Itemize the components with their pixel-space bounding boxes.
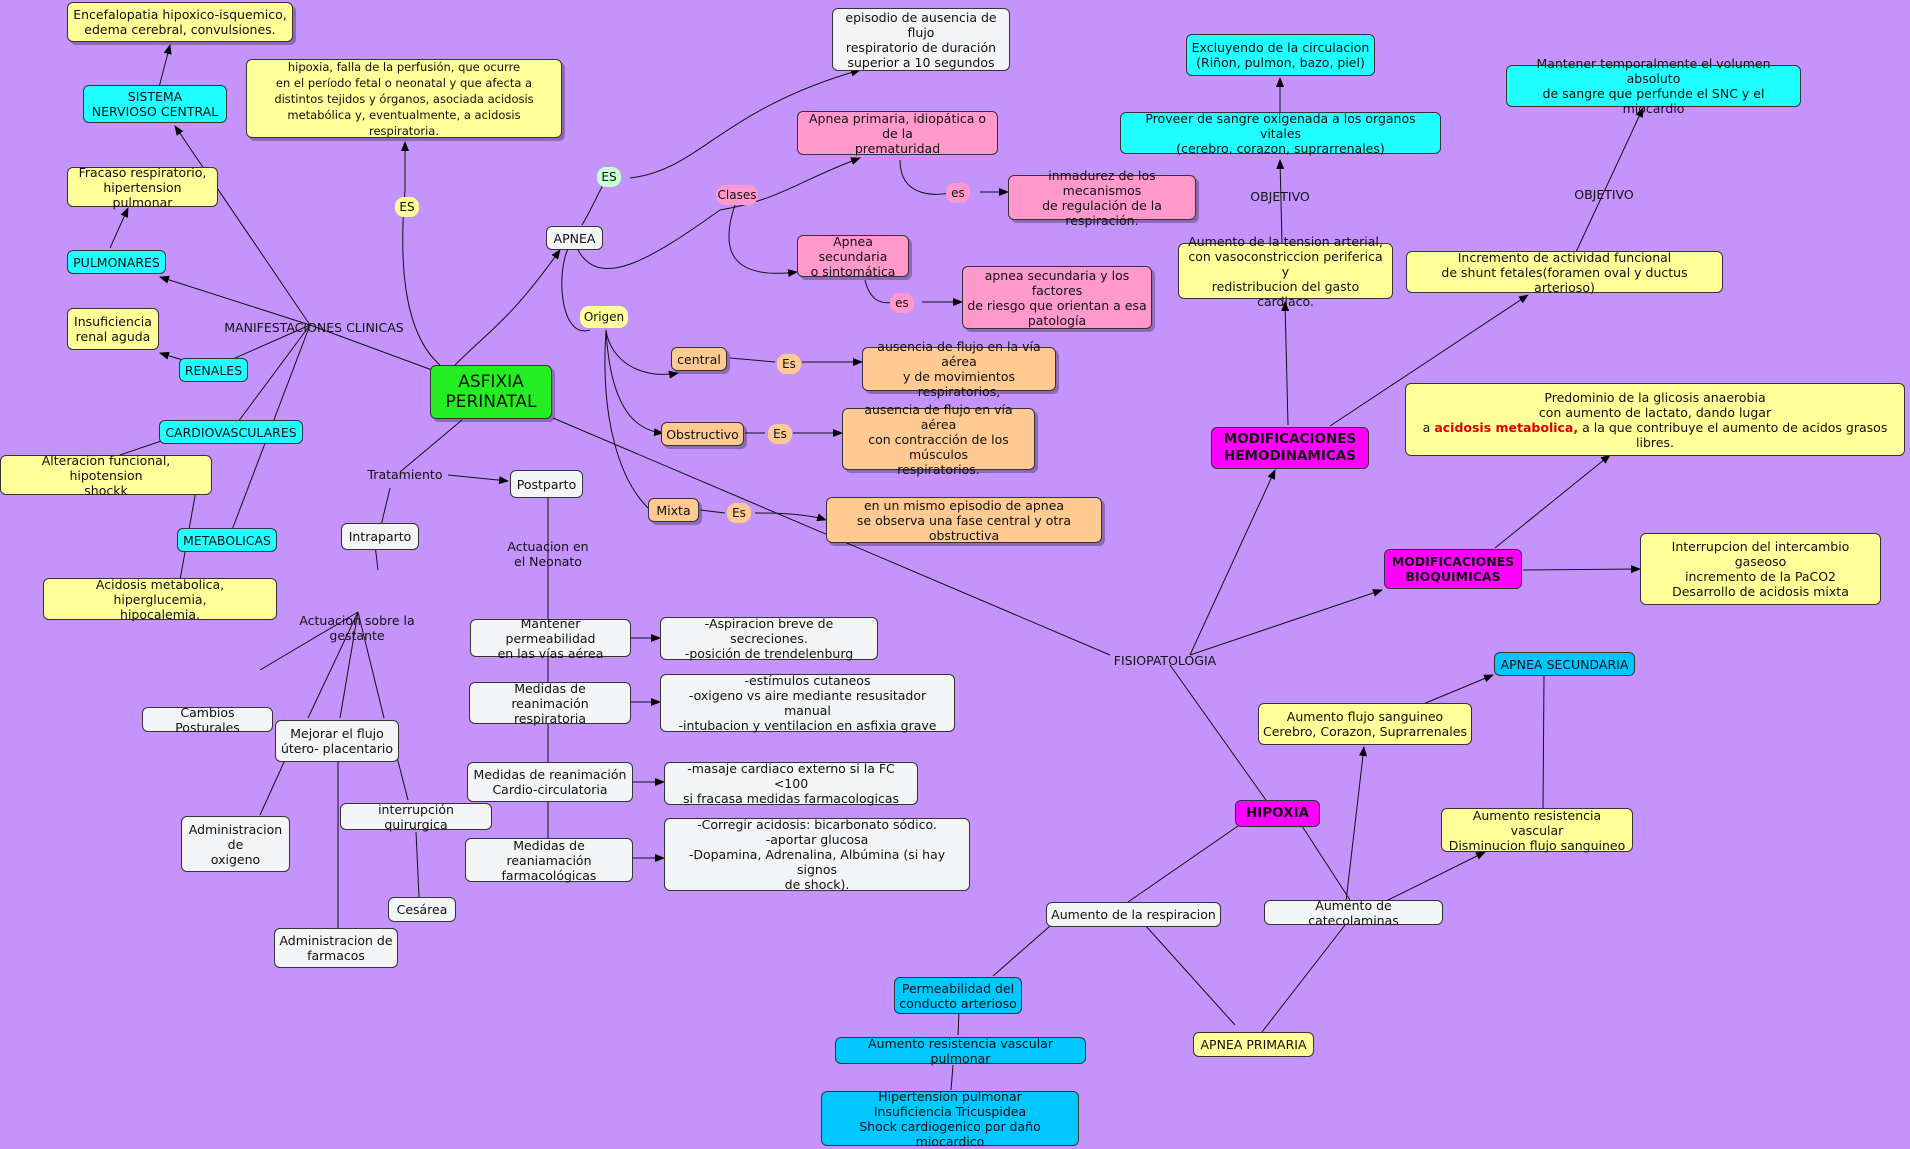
node-factores-riesgo[interactable]: apnea secundaria y los factores de riesg… [962, 266, 1152, 329]
node-episodio-ausencia-flujo[interactable]: episodio de ausencia de flujo respirator… [832, 8, 1010, 71]
label-es-central: Es [777, 354, 801, 374]
label-actuacion-gestante: Actuacion sobre la gestante [299, 613, 415, 643]
node-aumento-resistencia[interactable]: Aumento resistencia vascular Disminucion… [1441, 808, 1633, 853]
node-acidosis-metabolica[interactable]: Acidosis metabolica, hiperglucemia, hipo… [43, 577, 277, 622]
node-hipoxia[interactable]: HIPOXIA [1235, 800, 1320, 827]
node-apnea-primaria[interactable]: APNEA PRIMARIA [1193, 1032, 1314, 1057]
label-es-definicion: ES [395, 197, 419, 217]
text-predominio: Predominio de la glicosis anaerobia con … [1422, 389, 1772, 435]
node-definicion[interactable]: hipoxia, falla de la perfusión, que ocur… [246, 59, 562, 138]
node-renales[interactable]: RENALES [179, 358, 248, 382]
node-estimulos-cutaneos[interactable]: -estímulos cutaneos -oxigeno vs aire med… [660, 673, 955, 733]
node-aspiracion[interactable]: -Aspiracion breve de secreciones. -posic… [660, 616, 878, 661]
label-es-mixta: Es [727, 503, 751, 523]
node-apnea[interactable]: APNEA [546, 226, 603, 250]
label-fisiopatologia: FISIOPATOLOGIA [1113, 652, 1217, 668]
node-apnea-secundaria-def[interactable]: Apnea secundaria o sintomática [797, 234, 909, 279]
node-aumento-flujo[interactable]: Aumento flujo sanguineo Cerebro, Corazon… [1258, 703, 1472, 745]
node-administracion-farmacos[interactable]: Administracion de farmacos [274, 928, 398, 968]
node-obstructivo-def[interactable]: ausencia de flujo en vía aérea con contr… [842, 402, 1035, 477]
label-es-apnea: ES [597, 167, 621, 187]
node-aumento-respiracion[interactable]: Aumento de la respiracion [1046, 902, 1221, 927]
node-pulmonares[interactable]: PULMONARES [67, 250, 166, 274]
node-aumento-resistencia-pulmonar[interactable]: Aumento resistencia vascular pulmonar [835, 1036, 1086, 1066]
label-es-obstructivo: Es [768, 424, 792, 444]
node-modificaciones-bioquimicas[interactable]: MODIFICACIONES BIOQUIMICAS [1384, 549, 1522, 589]
node-mixta[interactable]: Mixta [648, 498, 699, 522]
node-interrupcion-intercambio[interactable]: Interrupcion del intercambio gaseoso inc… [1640, 533, 1881, 605]
node-aumento-catecolaminas[interactable]: Aumento de catecolaminas [1264, 898, 1443, 928]
node-fracaso-respiratorio[interactable]: Fracaso respiratorio, hipertension pulmo… [67, 165, 218, 210]
node-snc[interactable]: SISTEMA NERVIOSO CENTRAL [83, 85, 227, 123]
node-asfixia-perinatal[interactable]: ASFIXIA PERINATAL [430, 365, 552, 419]
node-reanimacion-cardio[interactable]: Medidas de reanimación Cardio-circulator… [467, 762, 633, 802]
node-proveer-sangre[interactable]: Proveer de sangre oxigenada a los organo… [1120, 111, 1441, 156]
node-masaje-cardiaco[interactable]: -masaje cardiaco externo si la FC <100 s… [664, 761, 918, 806]
node-permeabilidad-conducto[interactable]: Permeabilidad del conducto arterioso [894, 977, 1022, 1014]
node-aumento-tension[interactable]: Aumento de la tension arterial, con vaso… [1178, 234, 1393, 309]
node-cardiovasculares[interactable]: CARDIOVASCULARES [159, 420, 303, 444]
node-postparto[interactable]: Postparto [510, 470, 583, 498]
node-incremento-actividad[interactable]: Incremento de actividad funcional de shu… [1406, 250, 1723, 295]
node-apnea-primaria-def[interactable]: Apnea primaria, idiopática o de la prema… [797, 111, 998, 156]
node-central-def[interactable]: ausencia de flujo en la vía aérea y de m… [862, 339, 1056, 399]
text-acidosis-metabolica: acidosis metabolica, [1434, 419, 1579, 435]
label-es-2: es [890, 293, 914, 313]
node-intraparto[interactable]: Intraparto [341, 523, 419, 550]
node-mixta-def[interactable]: en un mismo episodio de apnea se observa… [826, 497, 1102, 543]
node-cambios-posturales[interactable]: Cambios Posturales [142, 705, 273, 735]
node-mejorar-flujo[interactable]: Mejorar el flujo útero- placentario [275, 720, 399, 762]
node-reanimacion-respiratoria[interactable]: Medidas de reanimación respiratoria [469, 681, 631, 726]
node-central[interactable]: central [671, 347, 727, 371]
node-cesarea[interactable]: Cesárea [388, 897, 456, 922]
node-alteracion-funcional[interactable]: Alteracion funcional, hipotension shockk [0, 453, 212, 498]
node-obstructivo[interactable]: Obstructivo [661, 422, 744, 446]
text-acidos-grasos: a la que contribuye el aumento de acidos… [1578, 419, 1888, 450]
label-objetivo-1: OBJETIVO [1250, 188, 1310, 204]
label-es-1: es [946, 183, 970, 203]
label-origen: Origen [580, 306, 628, 328]
node-encefalopatia[interactable]: Encefalopatia hipoxico-isquemico, edema … [67, 2, 293, 42]
node-metabolicas[interactable]: METABOLICAS [177, 528, 277, 552]
node-administracion-oxigeno[interactable]: Administracion de oxigeno [181, 816, 290, 872]
node-insuficiencia-renal[interactable]: Insuficiencia renal aguda [67, 308, 159, 350]
node-excluyendo[interactable]: Excluyendo de la circulacion (Riñon, pul… [1186, 34, 1375, 76]
node-mantener-permeabilidad[interactable]: Mantener permeabilidad en las vías aérea [470, 616, 631, 661]
label-tratamiento: Tratamiento [367, 466, 443, 482]
node-apnea-secundaria[interactable]: APNEA SECUNDARIA [1494, 652, 1635, 676]
node-mantener-volumen[interactable]: Mantener temporalmente el volumen absolu… [1506, 56, 1801, 116]
node-inmadurez[interactable]: inmadurez de los mecanismos de regulació… [1008, 168, 1196, 228]
node-corregir-acidosis[interactable]: -Corregir acidosis: bicarbonato sódico. … [664, 817, 970, 892]
node-modificaciones-hemodinamicas[interactable]: MODIFICACIONES HEMODINAMICAS [1211, 427, 1369, 469]
label-objetivo-2: OBJETIVO [1574, 186, 1634, 202]
node-interrupcion-quirurgica[interactable]: interrupción quirurgica [340, 802, 492, 832]
node-hipertension-pulmonar[interactable]: Hipertension pulmonar Insuficiencia Tric… [821, 1089, 1079, 1149]
label-actuacion-neonato: Actuacion en el Neonato [507, 539, 589, 569]
label-manifestaciones-clinicas: MANIFESTACIONES CLINICAS [224, 319, 404, 335]
node-predominio-glicosis[interactable]: Predominio de la glicosis anaerobia con … [1405, 383, 1905, 456]
label-clases: Clases [716, 185, 758, 205]
node-reanimacion-farmacologica[interactable]: Medidas de reaniamación farmacológicas [465, 838, 633, 883]
